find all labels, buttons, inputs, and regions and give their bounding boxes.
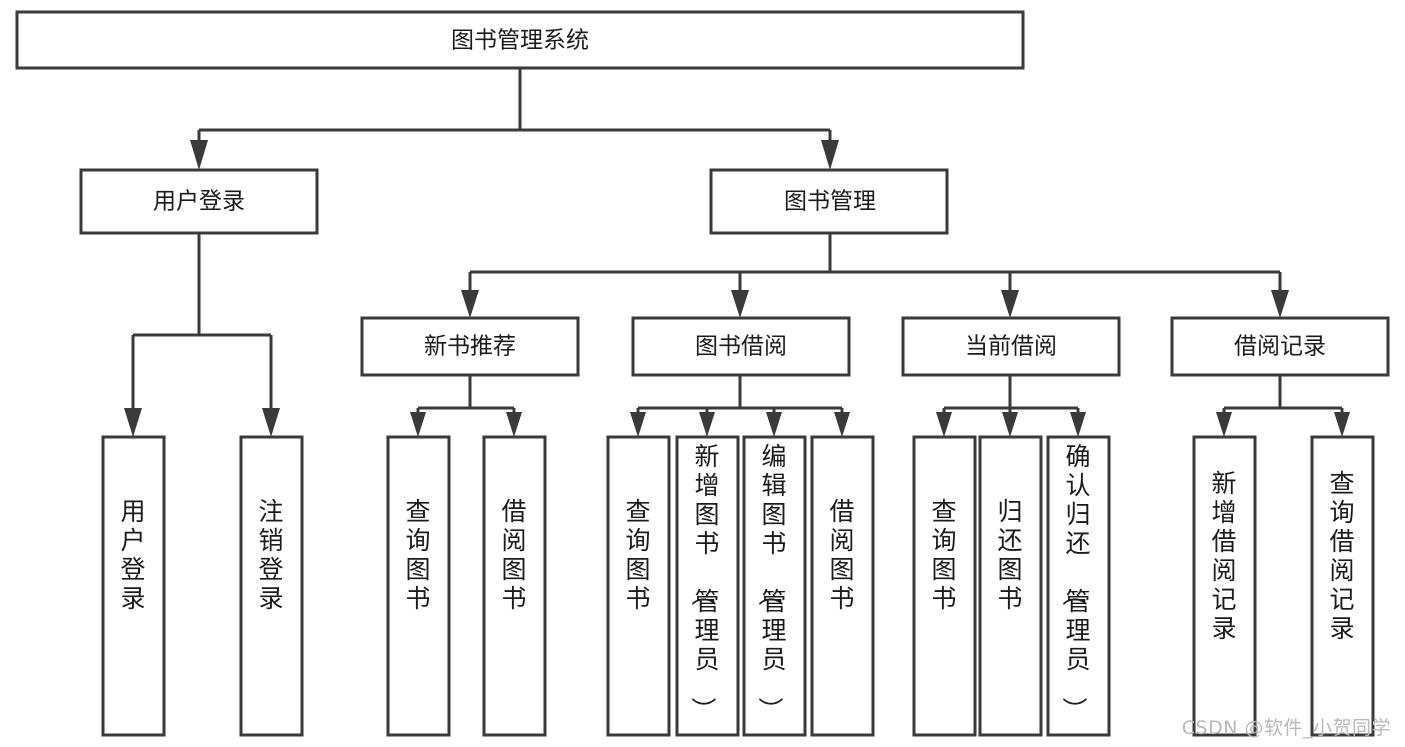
node-leaf-user-login-box[interactable]: [101, 435, 166, 737]
node-book-management-label: 图书管理: [784, 189, 876, 215]
node-leaf-confirm-return-label: 确认归还（管理员）: [1059, 442, 1090, 722]
node-root[interactable]: 图书管理系统: [15, 10, 1025, 70]
node-leaf-borrow-book-1[interactable]: 借阅图书: [482, 435, 547, 737]
arrow-head-leaf-logout-login: [262, 408, 280, 437]
node-leaf-borrow-book-1-box[interactable]: [482, 435, 547, 737]
node-user-login[interactable]: 用户登录: [79, 168, 319, 235]
arrow-head-borrow-record: [1271, 290, 1289, 318]
node-book-management[interactable]: 图书管理: [709, 168, 949, 235]
arrow-head-leaf-borrow-book-2: [834, 412, 850, 437]
node-user-login-label: 用户登录: [153, 189, 245, 215]
arrow-head-leaf-query-book-2: [630, 412, 646, 437]
node-borrow-record[interactable]: 借阅记录: [1170, 316, 1390, 377]
node-leaf-edit-book[interactable]: 编辑图书（管理员）: [742, 435, 807, 737]
node-leaf-return-book-label: 归还图书: [997, 497, 1022, 613]
node-new-book-recommend-box[interactable]: [360, 316, 580, 377]
node-leaf-borrow-book-2-label: 借阅图书: [829, 497, 854, 613]
node-current-borrow-label: 当前借阅: [965, 334, 1057, 360]
arrow-head-leaf-edit-book: [766, 412, 782, 437]
node-leaf-edit-book-box[interactable]: [742, 435, 807, 737]
node-leaf-query-record-label: 查询借阅记录: [1329, 469, 1354, 643]
node-leaf-query-book-1-label: 查询图书: [405, 497, 430, 613]
arrow-head-leaf-query-record: [1334, 412, 1350, 437]
node-current-borrow-box[interactable]: [901, 316, 1121, 377]
node-leaf-query-book-3[interactable]: 查询图书: [912, 435, 977, 737]
arrow-head-leaf-user-login: [124, 408, 142, 437]
node-leaf-add-record-label: 新增借阅记录: [1211, 469, 1236, 643]
node-leaf-query-book-1[interactable]: 查询图书: [386, 435, 451, 737]
arrow-head-book-management: [821, 140, 839, 170]
node-leaf-query-record[interactable]: 查询借阅记录: [1310, 435, 1375, 737]
arrow-head-new-book-recommend: [461, 290, 479, 318]
node-leaf-add-record[interactable]: 新增借阅记录: [1192, 435, 1257, 737]
node-book-borrow[interactable]: 图书借阅: [631, 316, 851, 377]
node-book-management-box[interactable]: [709, 168, 949, 235]
arrow-head-leaf-confirm-return: [1070, 412, 1086, 437]
node-leaf-return-book[interactable]: 归还图书: [978, 435, 1043, 737]
arrow-head-leaf-add-book: [699, 412, 715, 437]
node-leaf-borrow-book-1-label: 借阅图书: [501, 497, 526, 613]
node-leaf-query-book-1-box[interactable]: [386, 435, 451, 737]
node-book-borrow-box[interactable]: [631, 316, 851, 377]
node-book-borrow-label: 图书借阅: [695, 334, 787, 360]
node-leaf-add-book-label: 新增图书（管理员）: [688, 442, 719, 722]
node-leaf-user-login-label: 用户登录: [120, 497, 145, 613]
arrow-head-book-borrow: [731, 290, 749, 318]
node-root-box[interactable]: [15, 10, 1025, 70]
arrow-head-leaf-return-book: [1002, 412, 1018, 437]
arrow-head-current-borrow: [1001, 290, 1019, 318]
arrow-head-leaf-borrow-book-1: [506, 412, 522, 437]
node-leaf-logout-login[interactable]: 注销登录: [239, 435, 304, 737]
arrow-head-user-login: [190, 140, 208, 170]
node-user-login-box[interactable]: [79, 168, 319, 235]
node-leaf-add-book-box[interactable]: [675, 435, 740, 737]
arrow-head-leaf-add-record: [1216, 412, 1232, 437]
connector-layer: [124, 68, 1350, 437]
arrow-head-leaf-query-book-1: [410, 412, 426, 437]
node-leaf-borrow-book-2[interactable]: 借阅图书: [810, 435, 875, 737]
node-leaf-edit-book-label: 编辑图书（管理员）: [755, 442, 786, 722]
node-new-book-recommend-label: 新书推荐: [424, 334, 516, 360]
node-leaf-add-record-box[interactable]: [1192, 435, 1257, 737]
node-leaf-return-book-box[interactable]: [978, 435, 1043, 737]
node-root-label: 图书管理系统: [451, 28, 589, 54]
node-new-book-recommend[interactable]: 新书推荐: [360, 316, 580, 377]
node-leaf-query-book-3-label: 查询图书: [931, 497, 956, 613]
node-leaf-confirm-return[interactable]: 确认归还（管理员）: [1046, 435, 1111, 737]
node-leaf-logout-login-box[interactable]: [239, 435, 304, 737]
node-leaf-add-book[interactable]: 新增图书（管理员）: [675, 435, 740, 737]
node-leaf-query-book-2[interactable]: 查询图书: [606, 435, 671, 737]
node-leaf-user-login[interactable]: 用户登录: [101, 435, 166, 737]
node-leaf-query-book-2-label: 查询图书: [625, 497, 650, 613]
node-borrow-record-box[interactable]: [1170, 316, 1390, 377]
node-leaf-query-record-box[interactable]: [1310, 435, 1375, 737]
arrow-head-leaf-query-book-3: [936, 412, 952, 437]
node-leaf-confirm-return-box[interactable]: [1046, 435, 1111, 737]
node-borrow-record-label: 借阅记录: [1234, 334, 1326, 360]
node-leaf-borrow-book-2-box[interactable]: [810, 435, 875, 737]
node-leaf-logout-login-label: 注销登录: [258, 497, 283, 613]
node-leaf-query-book-2-box[interactable]: [606, 435, 671, 737]
node-leaf-query-book-3-box[interactable]: [912, 435, 977, 737]
node-current-borrow[interactable]: 当前借阅: [901, 316, 1121, 377]
